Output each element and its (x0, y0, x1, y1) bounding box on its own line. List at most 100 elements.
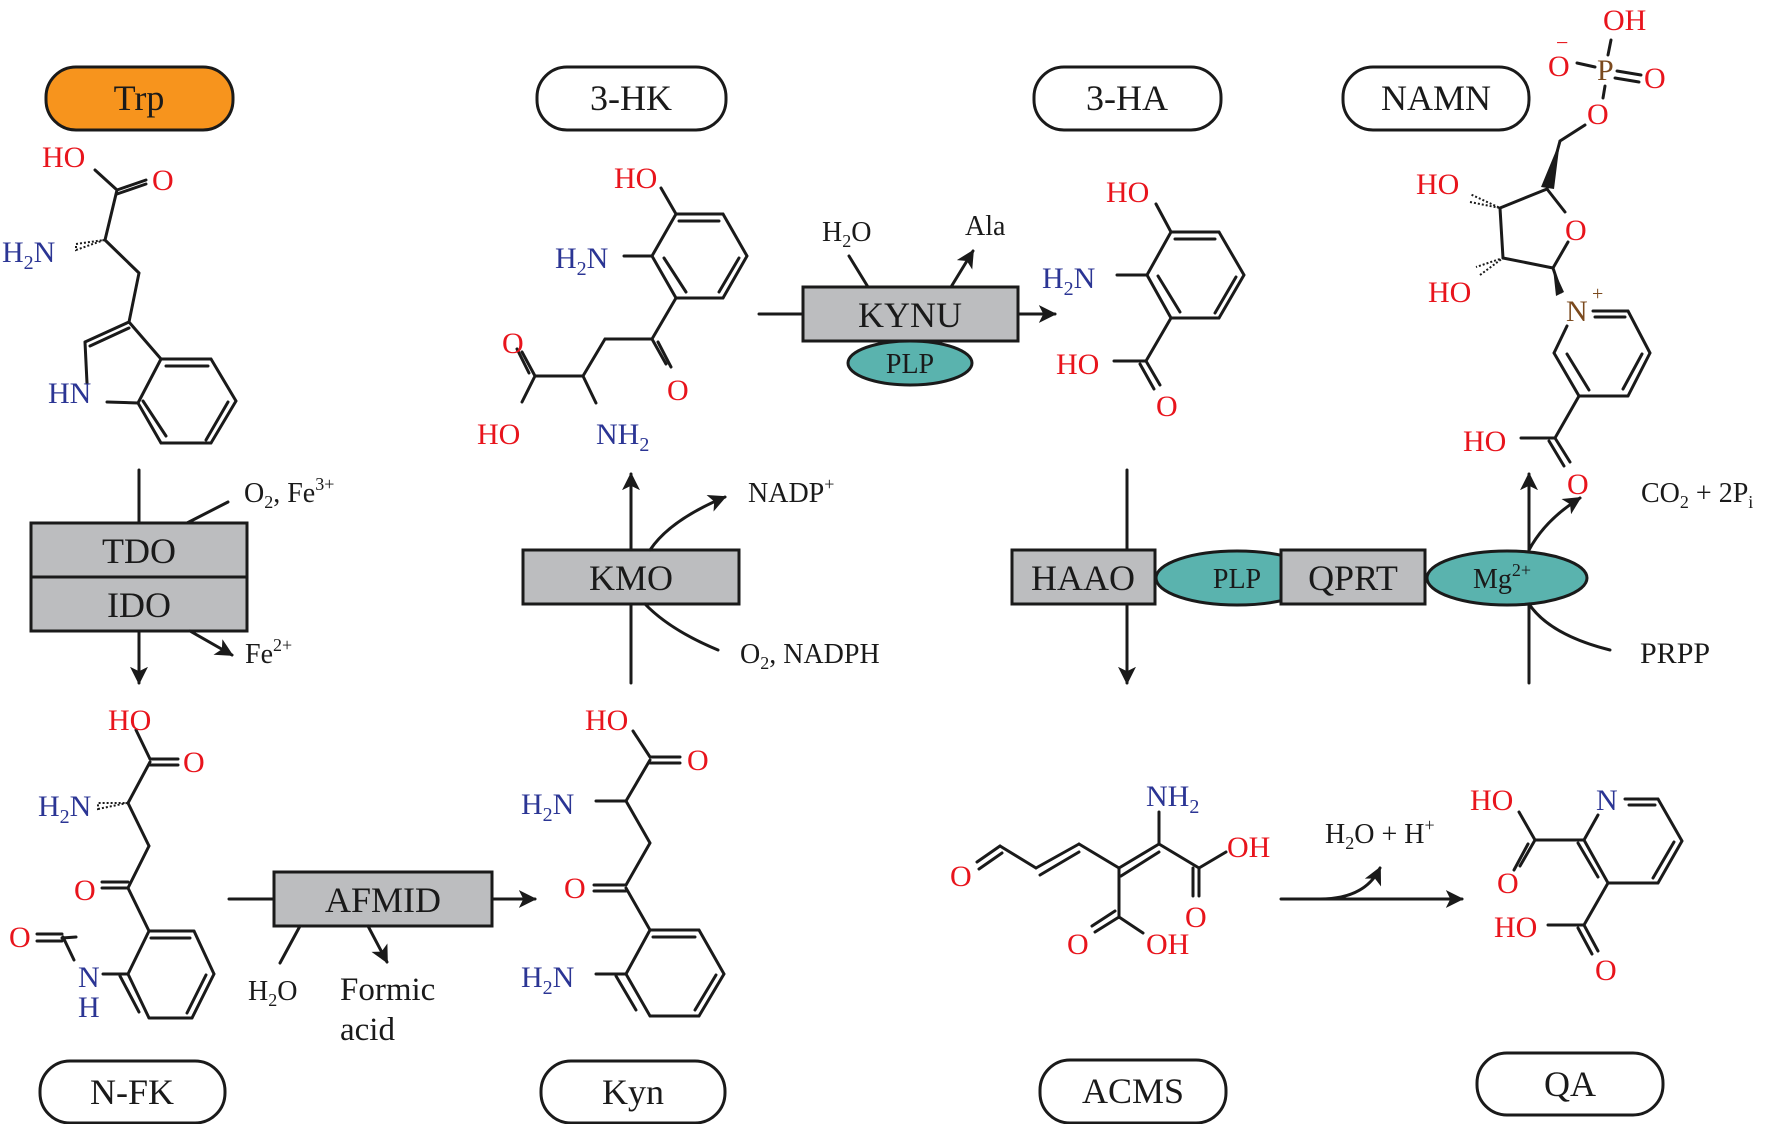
kmo-byproduct: NADP+ (748, 474, 834, 509)
charge-label: − (1556, 30, 1568, 55)
atom-label: HO (1494, 911, 1537, 944)
atom-label: O (1497, 867, 1519, 900)
structure-qa: HO N O HO O (1470, 784, 1684, 987)
atom-label: HO (1428, 276, 1471, 309)
metabolite-3ha: 3-HA (1032, 65, 1223, 132)
atom-label: H2N (1042, 262, 1095, 300)
metabolite-namn-label: NAMN (1381, 78, 1491, 118)
byproduct-arrow (1318, 866, 1382, 901)
atom-label: O (152, 164, 174, 197)
atom-label: H2N (521, 788, 574, 826)
structure-trp: HO O H2N HN (2, 141, 238, 445)
atom-label: HO (477, 418, 520, 451)
atom-label: OH (1227, 831, 1270, 864)
atom-label: HO (108, 704, 151, 737)
metabolite-acms-label: ACMS (1082, 1071, 1184, 1111)
atom-label: P (1597, 54, 1614, 87)
metabolite-kyn: Kyn (539, 1059, 727, 1124)
structure-kyn: HO O H2N O H2N (521, 704, 726, 1018)
cofactor-haao-label: PLP (1213, 564, 1261, 595)
metabolite-nfk-label: N-FK (90, 1072, 174, 1112)
atom-label: O (1548, 50, 1570, 83)
atom-label: H2N (521, 961, 574, 999)
atom-label: HO (1463, 425, 1506, 458)
kmo-cosubstrate: O2, NADPH (740, 639, 880, 673)
metabolite-acms: ACMS (1038, 1058, 1228, 1124)
cofactor-qprt-mg: Mg2+ (1425, 549, 1589, 607)
atom-label: N (78, 961, 100, 994)
atom-label: O (502, 327, 524, 360)
cosubstrate-line (185, 500, 230, 525)
enzyme-haao-label: HAAO (1031, 558, 1135, 598)
atom-label: O (1185, 901, 1207, 934)
byproduct-arrow (1527, 496, 1582, 552)
atom-label: HN (48, 377, 91, 410)
enzyme-kmo-label: KMO (589, 558, 673, 598)
structure-nfk: HO O H2N O O N H (9, 704, 216, 1024)
cofactor-kynu-plp: PLP (846, 339, 974, 387)
metabolite-3ha-label: 3-HA (1086, 78, 1168, 118)
cosubstrate-line (278, 924, 302, 965)
atom-label: HO (1056, 348, 1099, 381)
tdo-byproduct: Fe2+ (245, 635, 292, 670)
afmid-byproduct-line2: acid (340, 1012, 395, 1048)
acms-byproduct: H2O + H+ (1325, 815, 1435, 853)
atom-label: N (1566, 295, 1588, 328)
enzyme-haao[interactable]: HAAO (1010, 548, 1157, 606)
atom-label: O (1644, 62, 1666, 95)
atom-label: O (667, 374, 689, 407)
atom-label: OH (1603, 4, 1646, 37)
metabolite-qa: QA (1475, 1051, 1665, 1117)
atom-label: H2N (555, 242, 608, 280)
atom-label: O (1595, 954, 1617, 987)
metabolite-kyn-label: Kyn (602, 1072, 664, 1112)
qprt-byproduct: CO2 + 2Pi (1641, 478, 1753, 512)
metabolite-3hk: 3-HK (535, 65, 728, 132)
enzyme-kynu[interactable]: KYNU (801, 285, 1020, 343)
structure-namn: OH O − P O O HO O HO N + HO O (1416, 4, 1666, 501)
cosubstrate-line (1527, 602, 1612, 652)
metabolite-nfk: N-FK (38, 1059, 227, 1124)
atom-label: NH2 (1146, 780, 1199, 818)
atom-label: HO (1106, 176, 1149, 209)
byproduct-arrow (949, 249, 975, 289)
tdo-cosubstrate: O2, Fe3+ (244, 474, 334, 512)
cofactor-kynu-label: PLP (886, 349, 934, 380)
enzyme-afmid-label: AFMID (325, 880, 441, 920)
atom-label: O (74, 874, 96, 907)
cosubstrate-line (847, 254, 870, 289)
structure-3hk: HO H2N O O HO NH2 (477, 162, 749, 456)
atom-label: O (1156, 390, 1178, 423)
structure-3ha: HO H2N HO O (1042, 176, 1246, 423)
enzyme-ido-label: IDO (107, 585, 171, 625)
structure-acms: O NH2 OH O O OH (950, 780, 1270, 961)
metabolite-3hk-label: 3-HK (590, 78, 672, 118)
atom-label: O (1565, 214, 1587, 247)
atom-label: H (78, 991, 100, 1024)
enzyme-tdo-ido[interactable]: TDO IDO (29, 521, 249, 633)
metabolite-qa-label: QA (1544, 1064, 1596, 1104)
enzyme-qprt-label: QPRT (1308, 558, 1398, 598)
enzyme-qprt[interactable]: QPRT (1279, 548, 1427, 606)
atom-label: H2N (38, 790, 91, 828)
atom-label: O (950, 860, 972, 893)
cosubstrate-line (643, 602, 720, 652)
atom-label: N (1596, 784, 1618, 817)
kynu-byproduct: Ala (965, 211, 1006, 242)
atom-label: O (183, 746, 205, 779)
byproduct-arrow (366, 924, 389, 964)
enzyme-tdo[interactable] (29, 521, 249, 579)
cofactor-qprt-label: Mg2+ (1473, 560, 1531, 595)
metabolite-trp-label: Trp (114, 78, 165, 118)
metabolite-namn: NAMN (1341, 65, 1531, 132)
atom-label: O (564, 872, 586, 905)
qprt-cosubstrate: PRPP (1640, 637, 1710, 670)
enzyme-afmid[interactable]: AFMID (272, 870, 494, 928)
atom-label: HO (614, 162, 657, 195)
atom-label: O (1067, 928, 1089, 961)
enzyme-kmo[interactable]: KMO (521, 548, 741, 606)
charge-label: + (1592, 283, 1603, 305)
byproduct-arrow (188, 629, 234, 657)
afmid-byproduct-line1: Formic (340, 972, 435, 1008)
atom-label: HO (1416, 168, 1459, 201)
